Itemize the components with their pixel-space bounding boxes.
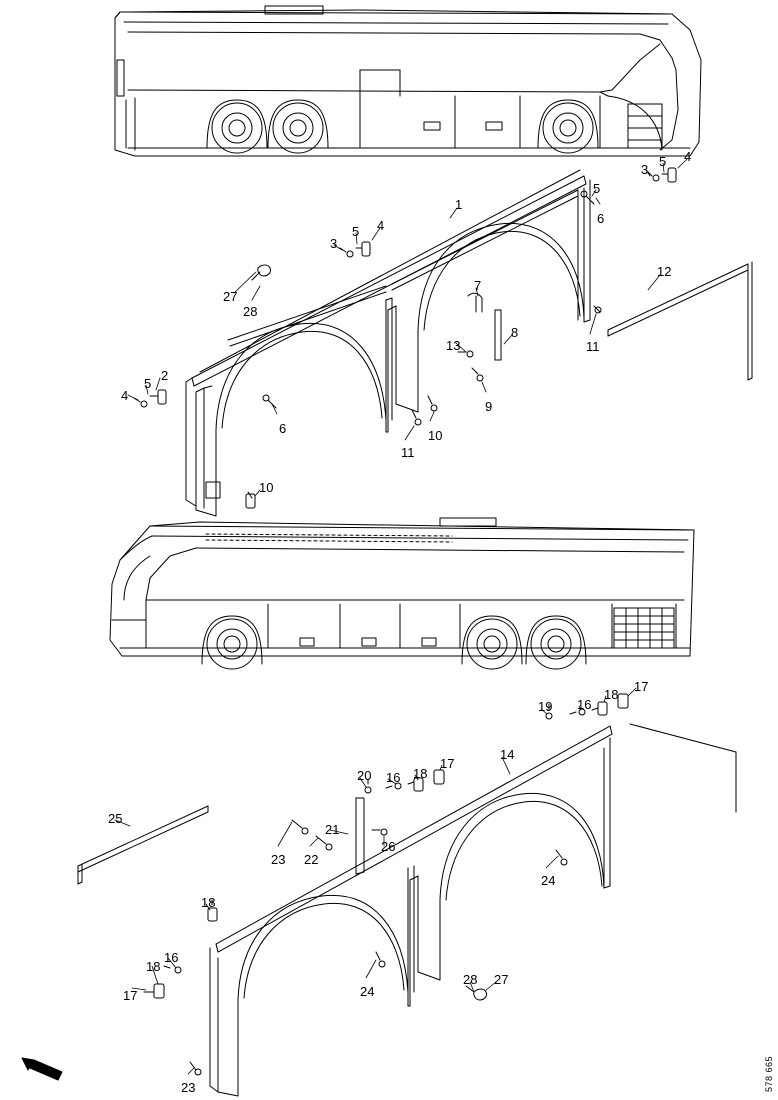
bus-side-view-right (114, 5, 702, 157)
callout-24-right: 24 (541, 873, 556, 888)
callout-6-right: 6 (597, 211, 605, 226)
callout-9: 9 (485, 399, 493, 414)
bus-side-view-left (109, 517, 695, 670)
callout-18-mid: 18 (413, 766, 428, 781)
callout-22: 22 (304, 852, 319, 867)
callout-17-topright: 17 (634, 679, 649, 694)
callout-4-mid: 4 (377, 218, 385, 233)
direction-arrow (21, 1057, 63, 1081)
callout-18-topright: 18 (604, 687, 619, 702)
callout-23-mid: 23 (271, 852, 286, 867)
drawing-number: 578 665 (764, 1055, 774, 1092)
callout-11-right: 11 (586, 339, 600, 354)
callout-1: 1 (455, 197, 463, 212)
leader-lines (114, 158, 688, 1075)
callout-21: 21 (325, 822, 340, 837)
callout-16-mid: 16 (386, 770, 401, 785)
callout-17-mid: 17 (440, 756, 455, 771)
callout-19: 19 (538, 699, 553, 714)
callout-8: 8 (511, 325, 519, 340)
callout-28-low: 28 (463, 972, 478, 987)
callout-3-mid: 3 (330, 236, 338, 251)
callout-18-left: 18 (201, 895, 216, 910)
callout-10-low: 10 (259, 480, 274, 495)
callout-14: 14 (500, 747, 515, 762)
exploded-assembly-lower (77, 693, 737, 1097)
callout-12: 12 (657, 264, 672, 279)
callout-24-low: 24 (360, 984, 375, 999)
callout-5-top: 5 (659, 154, 667, 169)
callout-2: 2 (161, 368, 169, 383)
callout-20: 20 (357, 768, 372, 783)
callout-16-topright: 16 (577, 697, 592, 712)
callout-5-rail: 5 (593, 181, 601, 196)
callout-4-left: 4 (121, 388, 129, 403)
callout-4-top: 4 (684, 149, 692, 164)
callout-18-lowleft: 18 (146, 959, 161, 974)
callout-17-lowleft: 17 (123, 988, 138, 1003)
callout-5-left: 5 (144, 376, 152, 391)
callout-7: 7 (474, 278, 482, 293)
callout-11-mid: 11 (401, 445, 415, 460)
callout-10-mid: 10 (428, 428, 443, 443)
callout-6-left: 6 (279, 421, 287, 436)
callout-23-bottom: 23 (181, 1080, 196, 1095)
callout-16-lowleft: 16 (164, 950, 179, 965)
callout-28-upper: 28 (243, 304, 258, 319)
callout-27-low: 27 (494, 972, 509, 987)
callout-5-mid: 5 (352, 224, 360, 239)
callout-13: 13 (446, 338, 461, 353)
exploded-assembly-upper (133, 167, 753, 517)
callout-27-upper: 27 (223, 289, 238, 304)
callout-3-top: 3 (641, 162, 649, 177)
callout-26: 26 (381, 839, 396, 854)
callout-25: 25 (108, 811, 123, 826)
